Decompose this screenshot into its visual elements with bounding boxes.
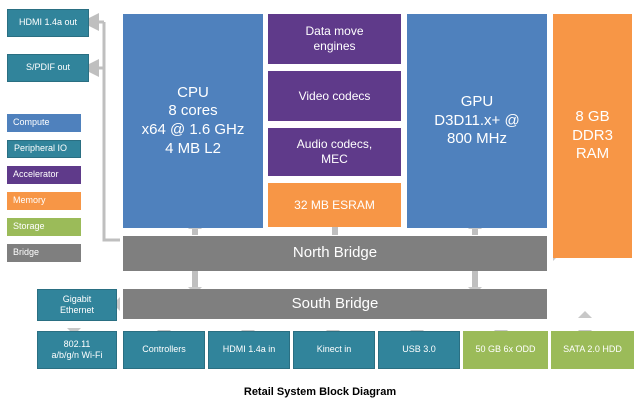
kinect-in-block: Kinect in: [293, 331, 375, 369]
gigabit-ethernet-block: Gigabit Ethernet: [37, 289, 117, 321]
spdif-out-block: S/PDIF out: [7, 54, 89, 82]
data-move-engines-block: Data move engines: [268, 14, 401, 64]
usb-block: USB 3.0: [378, 331, 460, 369]
odd-block: 50 GB 6x ODD: [463, 331, 548, 369]
gpu-block: GPU D3D11.x+ @ 800 MHz: [407, 14, 547, 228]
legend-accelerator: Accelerator: [7, 166, 81, 184]
legend-compute: Compute: [7, 114, 81, 132]
legend-bridge: Bridge: [7, 244, 81, 262]
nb-links: [192, 219, 478, 287]
hdmi-in-block: HDMI 1.4a in: [208, 331, 290, 369]
audio-codecs-block: Audio codecs, MEC: [268, 128, 401, 176]
esram-block: 32 MB ESRAM: [268, 183, 401, 227]
diagram-caption: Retail System Block Diagram: [243, 386, 397, 398]
south-bridge-block: South Bridge: [123, 289, 547, 319]
video-codecs-block: Video codecs: [268, 71, 401, 121]
legend-storage: Storage: [7, 218, 81, 236]
output-bus-line: [98, 66, 120, 242]
hdd-block: SATA 2.0 HDD: [551, 331, 634, 369]
hdmi-out-block: HDMI 1.4a out: [7, 9, 89, 37]
legend-peripheral-io: Peripheral IO: [7, 140, 81, 158]
cpu-block: CPU 8 cores x64 @ 1.6 GHz 4 MB L2: [123, 14, 263, 228]
ram-block: 8 GB DDR3 RAM: [553, 14, 632, 258]
legend-memory: Memory: [7, 192, 81, 210]
wifi-block: 802.11 a/b/g/n Wi-Fi: [37, 331, 117, 369]
controllers-block: Controllers: [123, 331, 205, 369]
north-bridge-block: North Bridge: [123, 236, 547, 271]
